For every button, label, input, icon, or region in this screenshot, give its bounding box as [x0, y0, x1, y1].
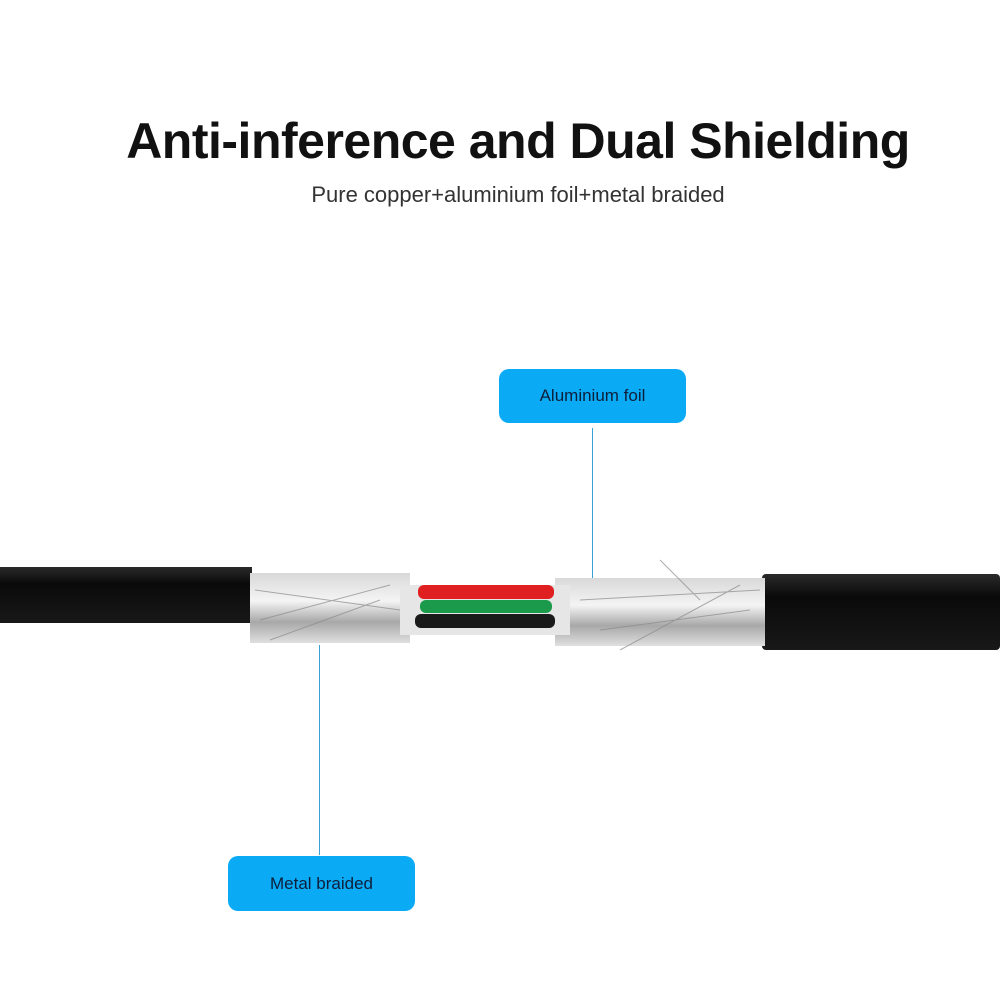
braid-pointer-line: [319, 645, 320, 855]
cable-jacket-left: [0, 567, 252, 623]
cable-jacket-right: [762, 574, 1000, 650]
wire-green: [420, 600, 552, 613]
foil-pointer-line: [592, 428, 593, 578]
metal-braid-right: [555, 578, 765, 646]
wire-black: [415, 614, 555, 628]
wire-red: [418, 585, 554, 599]
callout-metal-braided: Metal braided: [228, 856, 415, 911]
page-title: Anti-inference and Dual Shielding: [126, 113, 910, 169]
callout-aluminium-foil: Aluminium foil: [499, 369, 686, 423]
page-subtitle: Pure copper+aluminium foil+metal braided: [311, 182, 725, 207]
